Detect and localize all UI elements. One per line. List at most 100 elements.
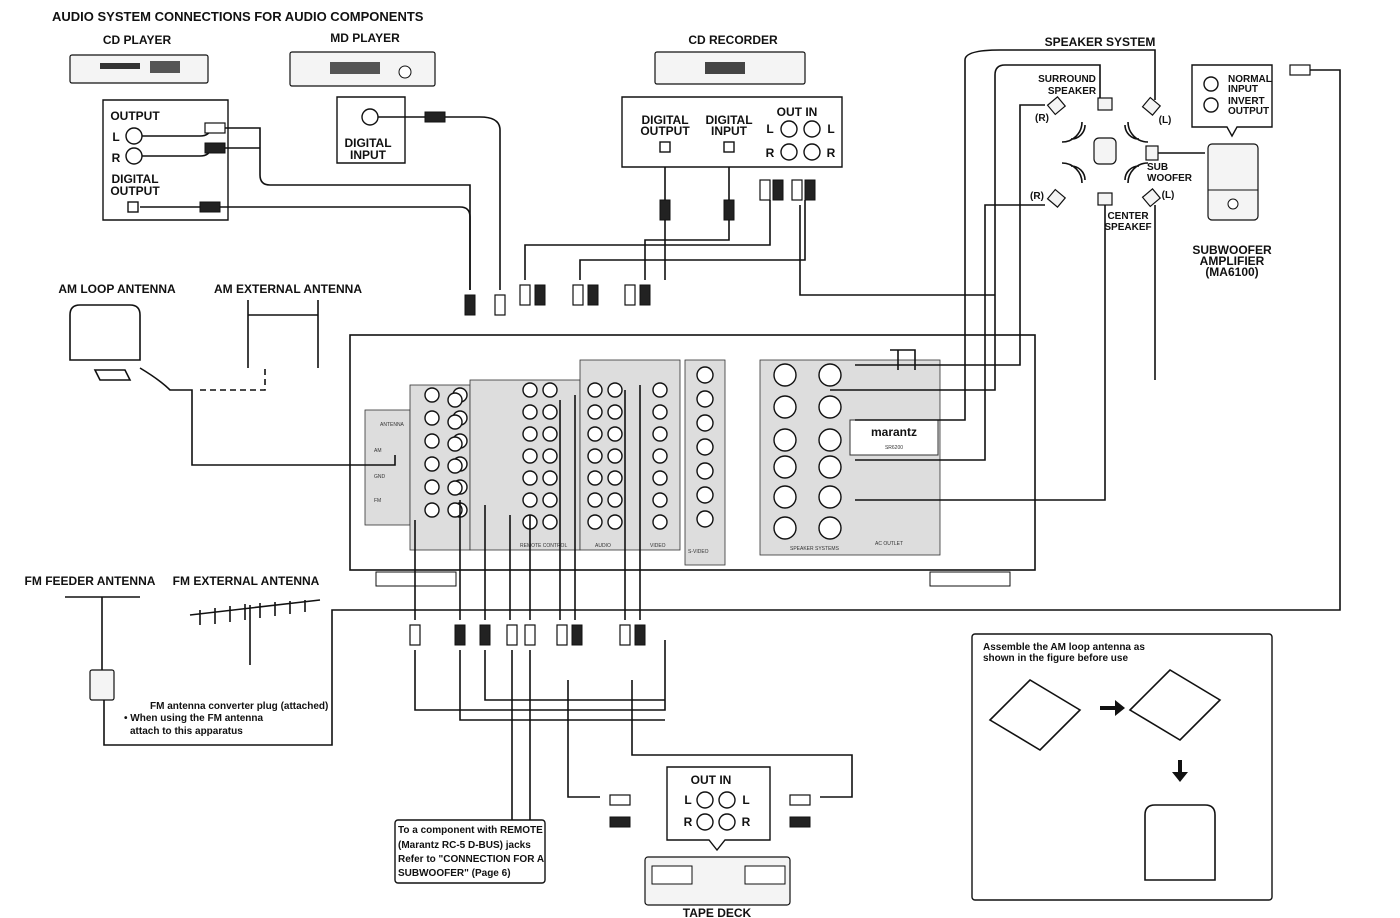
receiver-jack	[696, 462, 714, 480]
cd-tray	[100, 63, 140, 69]
panel-label-svideo: S-VIDEO	[688, 549, 709, 555]
am-antenna-assembly-inset: Assemble the AM loop antenna as shown in…	[971, 633, 1273, 901]
receiver-jack	[447, 502, 463, 518]
tape-r2: R	[742, 815, 751, 829]
receiver-jack	[607, 470, 623, 486]
tape-deck: OUT IN L R L R TAPE DECK	[644, 766, 791, 918]
receiver-jack	[447, 480, 463, 496]
receiver-jack	[818, 455, 842, 479]
tape-deck-label: TAPE DECK	[683, 906, 752, 918]
cables	[103, 49, 1341, 820]
receiver-jack	[587, 514, 603, 530]
receiver-jack	[587, 426, 603, 442]
speaker-system-label: SPEAKER SYSTEM	[1045, 35, 1156, 49]
rca-plug	[609, 816, 631, 828]
rca-plug	[572, 284, 584, 306]
receiver-jack	[696, 510, 714, 528]
surround-l: (L)	[1159, 115, 1172, 126]
rca-plug	[619, 624, 631, 646]
sub-label-2: WOOFER	[1147, 173, 1193, 184]
md-digital-label-1: DIGITAL	[344, 136, 391, 150]
receiver-jack	[696, 366, 714, 384]
rca-plug	[494, 294, 506, 316]
cdr-out-in: OUT IN	[777, 105, 818, 119]
receiver-jack	[542, 426, 558, 442]
receiver-jack	[542, 492, 558, 508]
receiver-jack	[652, 404, 668, 420]
cd-r-label: R	[112, 151, 121, 165]
receiver-jack	[607, 426, 623, 442]
tape-out-r	[696, 813, 714, 831]
receiver-jack	[522, 382, 538, 398]
receiver-jack	[522, 426, 538, 442]
surround-label-2: SPEAKER	[1048, 86, 1097, 97]
rca-plug	[789, 794, 811, 806]
panel-label-fm: FM	[374, 498, 381, 504]
tape-in-l	[718, 791, 736, 809]
tape-callout	[666, 766, 771, 852]
listener-icon	[1093, 137, 1117, 165]
receiver-jack	[447, 458, 463, 474]
diagram-title: AUDIO SYSTEM CONNECTIONS FOR AUDIO COMPO…	[52, 9, 424, 24]
receiver-rear-panel: marantz SR6200 ANTENNA AM GND FM SPEAKER…	[349, 334, 1036, 587]
front-r: (R)	[1030, 191, 1044, 202]
inset-antenna-step3	[1144, 804, 1216, 881]
cd-recorder: CD RECORDER DIGITAL OUTPUT DIGITAL INPUT…	[621, 33, 843, 168]
receiver-jack	[522, 448, 538, 464]
cd-player: CD PLAYER OUTPUT L R DIGITAL OUTPUT	[69, 33, 229, 221]
cd-digital-label-2: OUTPUT	[110, 184, 160, 198]
remote-note-2: (Marantz RC-5 D-BUS) jacks	[398, 840, 531, 851]
panel-label-speakers: SPEAKER SYSTEMS	[790, 546, 840, 552]
receiver-jack	[587, 448, 603, 464]
tape-out-in: OUT IN	[691, 773, 732, 787]
receiver-jack	[424, 456, 440, 472]
receiver-jack	[542, 382, 558, 398]
receiver-jack	[607, 492, 623, 508]
receiver-jack	[773, 485, 797, 509]
receiver-jack	[587, 404, 603, 420]
inset-text-1: Assemble the AM loop antenna as	[983, 642, 1145, 653]
surround-r-speaker	[1046, 96, 1067, 116]
receiver-jack	[652, 382, 668, 398]
cd-digital-label-1: DIGITAL	[111, 172, 158, 186]
subwoofer-label-3: (MA6100)	[1205, 265, 1258, 279]
md-digital-label-2: INPUT	[350, 148, 387, 162]
rca-plug	[199, 201, 221, 213]
sound-waves	[1061, 121, 1149, 184]
receiver-jack	[607, 448, 623, 464]
receiver-jack	[773, 363, 797, 387]
receiver-jack	[424, 502, 440, 518]
invert-output-1: INVERT	[1228, 96, 1265, 107]
inset-antenna-step2	[1128, 668, 1222, 742]
rca-plug	[804, 179, 816, 201]
remote-note-box	[394, 819, 546, 884]
front-l-speaker	[1141, 188, 1162, 208]
rca-plug	[556, 624, 568, 646]
rca-plug	[791, 179, 803, 201]
receiver-jack	[522, 492, 538, 508]
tape-in-r	[718, 813, 736, 831]
receiver-jack	[818, 485, 842, 509]
cdr-r2: R	[827, 146, 836, 160]
cd-display	[150, 61, 180, 73]
receiver-jack	[542, 470, 558, 486]
receiver-jack	[542, 404, 558, 420]
receiver-jack	[696, 486, 714, 504]
rca-plug	[759, 179, 771, 201]
rca-plug	[506, 624, 518, 646]
cdr-display	[705, 62, 745, 74]
rca-plug	[624, 284, 636, 306]
cdr-din-1: DIGITAL	[705, 113, 752, 127]
receiver-jack	[696, 390, 714, 408]
receiver-jack	[818, 363, 842, 387]
rca-plug	[587, 284, 599, 306]
rca-plug	[464, 294, 476, 316]
antenna-panel	[364, 409, 411, 526]
remote-note-3: Refer to "CONNECTION FOR A	[398, 854, 544, 865]
center-speaker	[1097, 192, 1113, 206]
receiver-jack	[652, 470, 668, 486]
subwoofer-amplifier: NORMAL INPUT INVERT OUTPUT SUBWOOFER AMP…	[1191, 64, 1273, 279]
receiver-jack	[587, 470, 603, 486]
inset-box	[971, 633, 1273, 901]
